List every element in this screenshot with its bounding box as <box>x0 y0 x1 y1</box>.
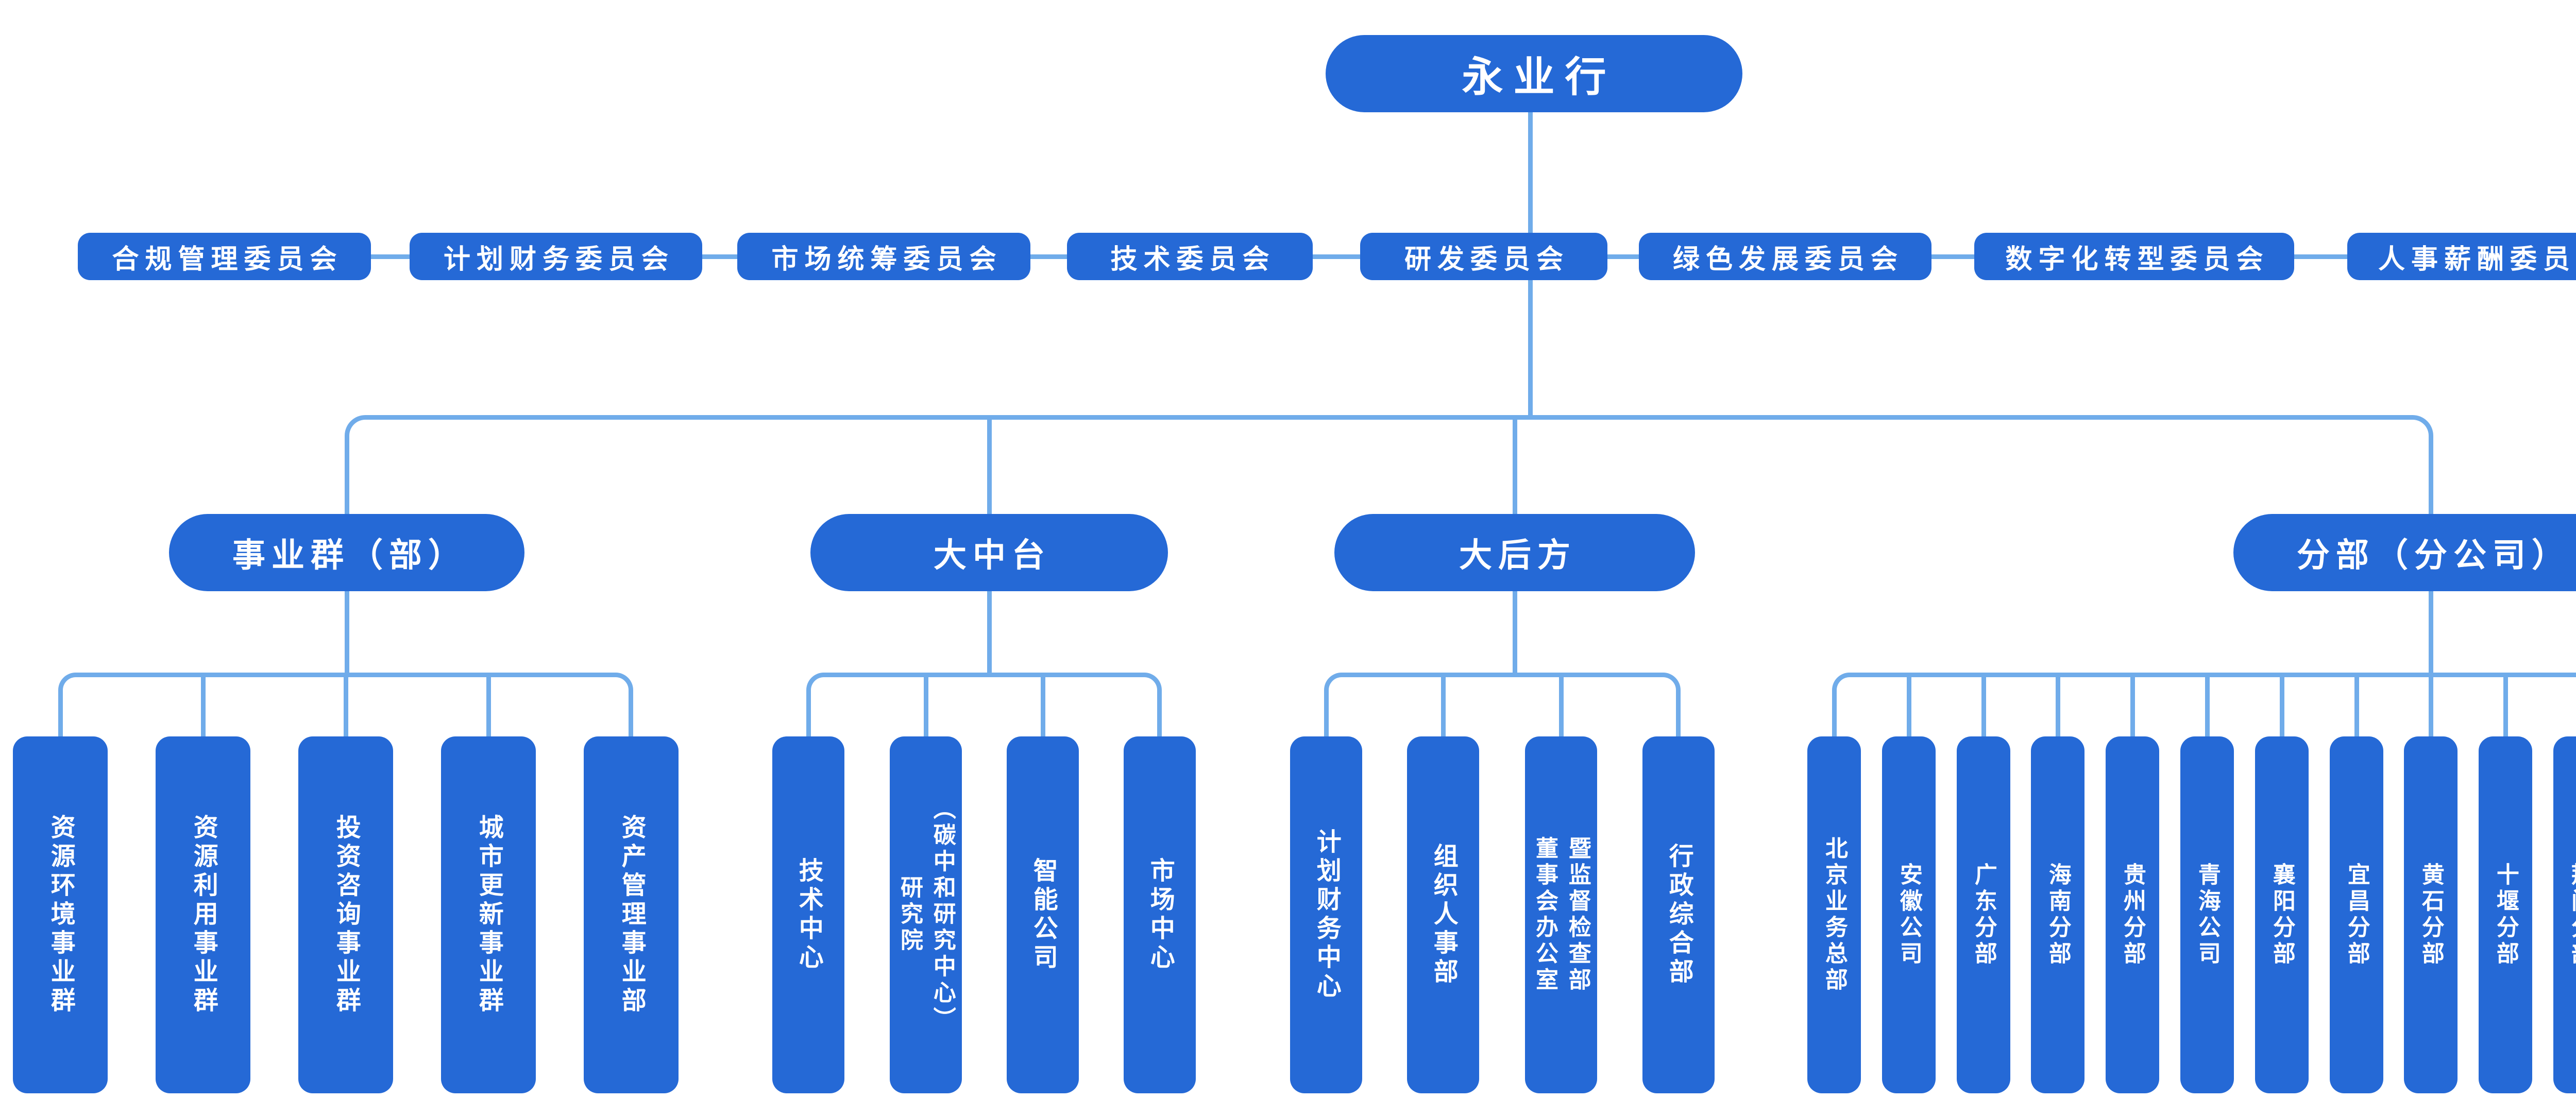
connector-child-drop <box>924 673 928 736</box>
branch-node-label: 海南分部 <box>2045 862 2071 968</box>
connector-child-drop <box>2280 673 2284 736</box>
branch-node-label: 襄阳分部 <box>2269 862 2295 968</box>
branch-node-label: 荆门分部 <box>2567 862 2576 968</box>
dept-node-label: 研究院 （碳中和研究中心） <box>897 797 955 1033</box>
dept-node-label: 资产管理事业部 <box>617 814 645 1016</box>
branch-node: 十堰分部 <box>2479 736 2532 1093</box>
dept-node: 研究院 （碳中和研究中心） <box>890 736 962 1093</box>
connector-child-drop <box>344 673 348 736</box>
dept-node-label: 投资咨询事业群 <box>332 814 360 1016</box>
connector-child-drop <box>2429 673 2433 736</box>
connector-child-drop <box>486 673 491 736</box>
connector-root-to-committees <box>1528 112 1533 233</box>
connector-child-drop <box>2205 673 2210 736</box>
branch-node-label: 北京业务总部 <box>1821 836 1847 994</box>
branch-node-label: 宜昌分部 <box>2344 862 2369 968</box>
committee-node-5: 研发委员会 <box>1360 233 1607 280</box>
connector-divisions-trunk <box>345 415 2433 514</box>
connector-child-drop <box>1559 673 1564 736</box>
connector-committees-to-trunk <box>1528 280 1533 420</box>
connector-child-drop <box>2503 673 2508 736</box>
connector-committee-gap-1 <box>371 254 410 259</box>
connector-committee-gap-7 <box>2294 254 2347 259</box>
dept-node: 市场中心 <box>1124 736 1196 1093</box>
committee-node-8: 人事薪酬委员会 <box>2347 233 2576 280</box>
dept-node-label: 智能公司 <box>1029 857 1057 973</box>
connector-group3-trunk <box>1324 673 1681 736</box>
connector-child-drop <box>1907 673 1911 736</box>
connector-child-drop <box>1981 673 1986 736</box>
branch-node: 襄阳分部 <box>2255 736 2309 1093</box>
dept-node-label: 城市更新事业群 <box>474 814 502 1016</box>
dept-node: 行政综合部 <box>1642 736 1715 1093</box>
branch-node-label: 青海公司 <box>2194 862 2220 968</box>
committee-node-1: 合规管理委员会 <box>78 233 371 280</box>
branch-node: 广东分部 <box>1957 736 2010 1093</box>
branch-node: 青海公司 <box>2180 736 2234 1093</box>
dept-node: 资产管理事业部 <box>584 736 679 1093</box>
branch-node-label: 贵州分部 <box>2120 862 2145 968</box>
division-header-4: 分部（分公司） <box>2233 514 2576 591</box>
branch-node-label: 黄石分部 <box>2418 862 2444 968</box>
dept-node-label: 组织人事部 <box>1429 843 1457 987</box>
dept-node: 资源利用事业群 <box>156 736 250 1093</box>
branch-node-label: 广东分部 <box>1971 862 1996 968</box>
connector-header-drop-3 <box>1513 591 1517 673</box>
dept-node-label: 计划财务中心 <box>1312 828 1340 1002</box>
branch-node-label: 安徽公司 <box>1896 862 1922 968</box>
committee-node-6: 绿色发展委员会 <box>1639 233 1931 280</box>
dept-node: 董事会办公室 暨监督检查部 <box>1525 736 1597 1093</box>
dept-node-label: 资源利用事业群 <box>189 814 217 1016</box>
connector-child-drop <box>1041 673 1045 736</box>
dept-node-label: 董事会办公室 暨监督检查部 <box>1532 836 1590 994</box>
connector-child-drop <box>2130 673 2135 736</box>
committee-node-3: 市场统筹委员会 <box>737 233 1030 280</box>
branch-node: 宜昌分部 <box>2330 736 2383 1093</box>
branch-node: 黄石分部 <box>2404 736 2458 1093</box>
connector-child-drop <box>201 673 206 736</box>
branch-node-label: 十堰分部 <box>2493 862 2518 968</box>
connector-child-drop <box>2056 673 2060 736</box>
committee-node-2: 计划财务委员会 <box>410 233 702 280</box>
dept-node: 组织人事部 <box>1407 736 1479 1093</box>
connector-committee-gap-6 <box>1931 254 1974 259</box>
connector-header-drop-2 <box>987 591 992 673</box>
dept-node: 计划财务中心 <box>1290 736 1362 1093</box>
connector-drop-division-3 <box>1513 415 1517 514</box>
division-header-3: 大后方 <box>1334 514 1695 591</box>
dept-node-label: 市场中心 <box>1146 857 1174 973</box>
branch-node: 海南分部 <box>2031 736 2084 1093</box>
branch-node: 安徽公司 <box>1882 736 1936 1093</box>
connector-committee-gap-2 <box>702 254 737 259</box>
dept-node: 智能公司 <box>1007 736 1079 1093</box>
branch-node: 贵州分部 <box>2106 736 2159 1093</box>
dept-node: 投资咨询事业群 <box>298 736 393 1093</box>
connector-committee-gap-3 <box>1030 254 1067 259</box>
connector-child-drop <box>1441 673 1446 736</box>
dept-node-label: 行政综合部 <box>1665 843 1692 987</box>
division-header-2: 大中台 <box>810 514 1168 591</box>
connector-header-drop-4 <box>2429 591 2433 673</box>
branch-node: 荆门分部 <box>2553 736 2576 1093</box>
org-root-node: 永业行 <box>1326 35 1742 112</box>
dept-node-label: 技术中心 <box>794 857 822 973</box>
connector-drop-division-2 <box>987 415 992 514</box>
division-header-1: 事业群（部） <box>169 514 524 591</box>
dept-node: 资源环境事业群 <box>13 736 108 1093</box>
committee-node-4: 技术委员会 <box>1067 233 1313 280</box>
connector-group2-trunk <box>806 673 1162 736</box>
branch-node: 北京业务总部 <box>1807 736 1861 1093</box>
dept-node: 城市更新事业群 <box>441 736 536 1093</box>
committee-node-7: 数字化转型委员会 <box>1974 233 2294 280</box>
dept-node-label: 资源环境事业群 <box>46 814 74 1016</box>
connector-committee-gap-4 <box>1313 254 1360 259</box>
connector-child-drop <box>2354 673 2359 736</box>
dept-node: 技术中心 <box>772 736 844 1093</box>
connector-committee-gap-5 <box>1607 254 1639 259</box>
connector-group4-trunk <box>1832 673 2576 736</box>
connector-header-drop-1 <box>345 591 349 673</box>
